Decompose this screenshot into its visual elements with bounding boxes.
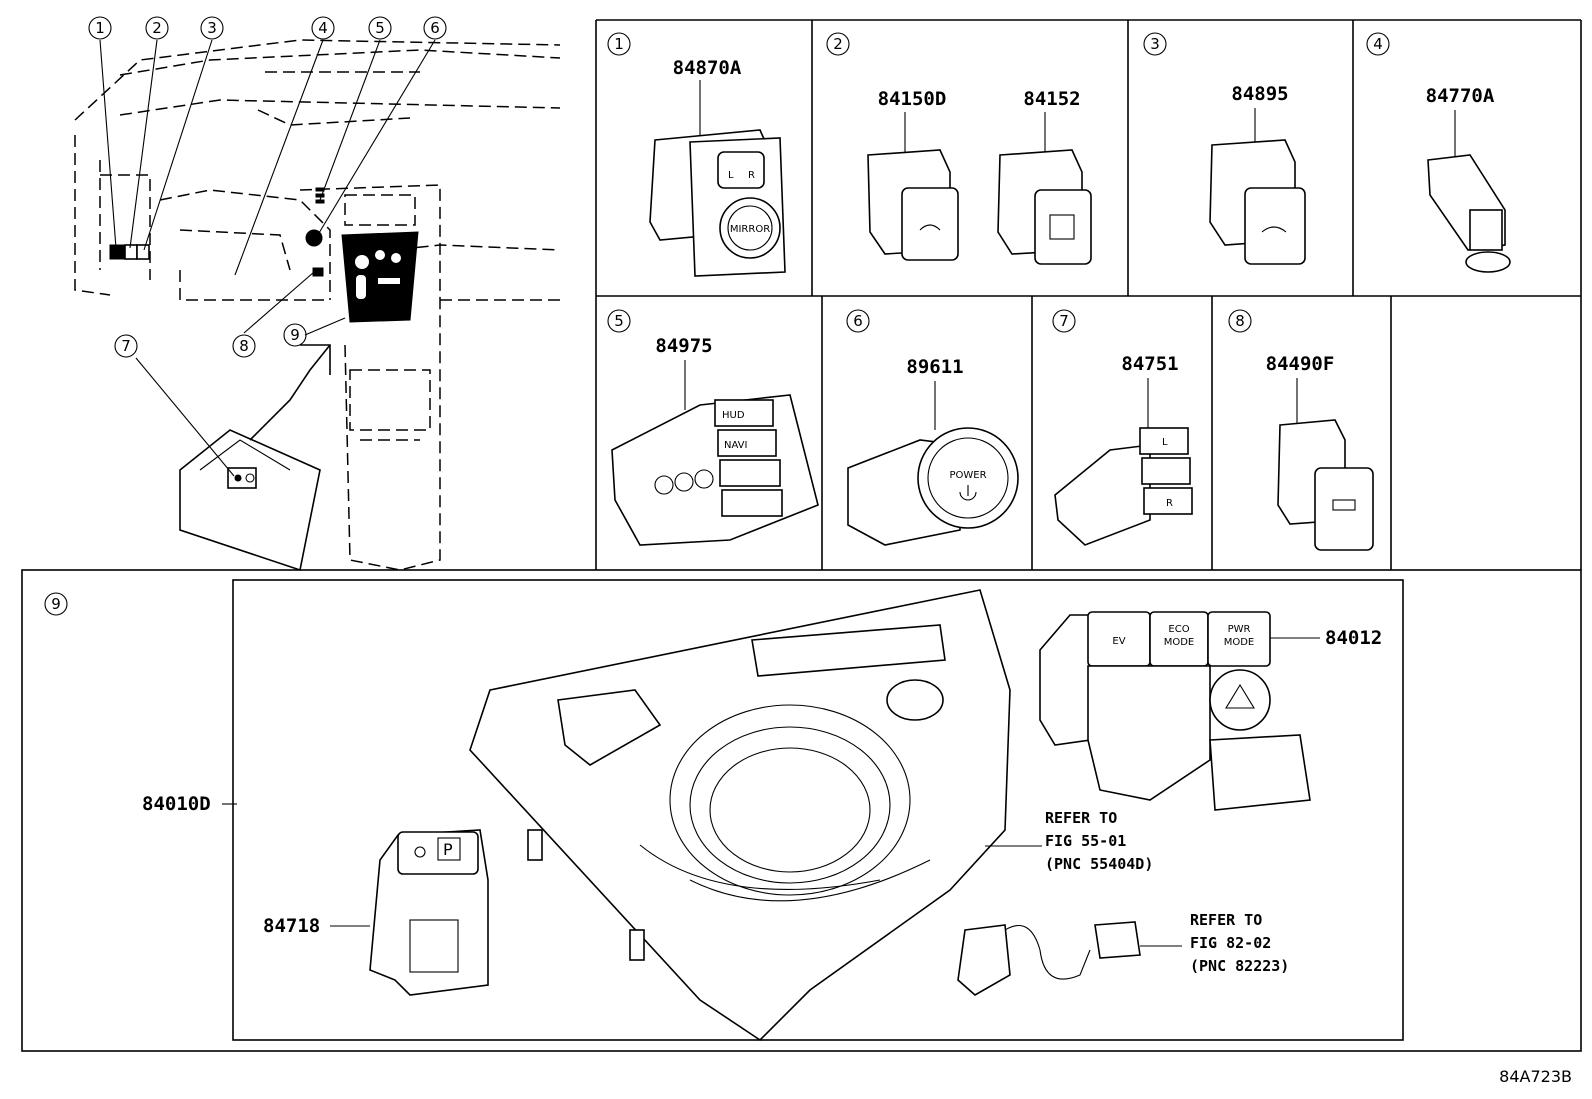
- panel-6-power-switch: 6 89611 POWER: [846, 309, 1019, 546]
- overview-callout-5: 5: [368, 16, 392, 40]
- svg-text:MODE: MODE: [1164, 637, 1195, 648]
- panel-7-seat-heater-switch: 7 84751 L R: [1052, 309, 1193, 546]
- svg-text:9: 9: [51, 595, 61, 613]
- svg-text:4: 4: [318, 19, 328, 37]
- panel-4-switch: 4 84770A: [1366, 32, 1511, 273]
- svg-text:5: 5: [614, 312, 624, 330]
- panel-frames: [21, 19, 1582, 1052]
- panel-1-mirror-switch: 1 84870A L R MIRROR: [607, 32, 786, 277]
- svg-text:(PNC 82223): (PNC 82223): [1190, 957, 1289, 975]
- part-number-84895: 84895: [1231, 83, 1288, 105]
- overview-callout-9: 9: [283, 323, 307, 347]
- diagram-code: 84A723B: [1499, 1067, 1572, 1086]
- svg-text:4: 4: [1373, 35, 1383, 53]
- svg-text:EV: EV: [1112, 636, 1125, 647]
- overview-callout-1: 1: [88, 16, 112, 40]
- part-number-89611: 89611: [906, 356, 963, 378]
- part-number-84770A: 84770A: [1426, 85, 1495, 107]
- overview-callout-2: 2: [145, 16, 169, 40]
- svg-text:7: 7: [121, 337, 131, 355]
- svg-text:1: 1: [614, 35, 624, 53]
- svg-text:8: 8: [239, 337, 249, 355]
- svg-text:3: 3: [207, 19, 217, 37]
- panel-3-switch: 3 84895: [1143, 32, 1306, 265]
- reference-note-2: REFER TO FIG 82-02 (PNC 82223): [1190, 911, 1289, 975]
- overview-callout-3: 3: [200, 16, 224, 40]
- svg-text:PWR: PWR: [1228, 624, 1251, 635]
- svg-text:HUD: HUD: [722, 410, 745, 421]
- svg-text:2: 2: [152, 19, 162, 37]
- svg-text:R: R: [748, 170, 755, 181]
- svg-text:6: 6: [430, 19, 440, 37]
- svg-text:6: 6: [853, 312, 863, 330]
- part-number-84150D: 84150D: [878, 88, 947, 110]
- panel-2-switches: 2 84150D 84152: [826, 32, 1092, 265]
- part-number-84975: 84975: [655, 335, 712, 357]
- svg-text:(PNC 55404D): (PNC 55404D): [1045, 855, 1153, 873]
- overview-callout-4: 4: [311, 16, 335, 40]
- svg-text:7: 7: [1059, 312, 1069, 330]
- svg-text:5: 5: [375, 19, 385, 37]
- svg-text:L: L: [728, 170, 734, 181]
- overview-callout-7: 7: [114, 334, 138, 358]
- svg-text:REFER TO: REFER TO: [1190, 911, 1262, 929]
- panel-9-console: 9 84010D 84012 EV ECO MODE PWR MODE 8471: [44, 589, 1382, 1042]
- svg-text:ECO: ECO: [1168, 624, 1189, 635]
- overview-leaders: [99, 39, 436, 477]
- svg-text:NAVI: NAVI: [724, 440, 747, 451]
- svg-text:L: L: [1162, 437, 1168, 448]
- overview-callout-8: 8: [232, 334, 256, 358]
- panel-8-switch: 8 84490F: [1228, 309, 1374, 551]
- svg-text:FIG 82-02: FIG 82-02: [1190, 934, 1271, 952]
- svg-text:MODE: MODE: [1224, 637, 1255, 648]
- svg-text:MIRROR: MIRROR: [730, 224, 770, 235]
- part-number-84010D: 84010D: [142, 793, 211, 815]
- part-number-84718: 84718: [263, 915, 320, 937]
- overview-callout-6: 6: [423, 16, 447, 40]
- svg-text:1: 1: [95, 19, 105, 37]
- reference-note-1: REFER TO FIG 55-01 (PNC 55404D): [1045, 809, 1153, 873]
- svg-text:REFER TO: REFER TO: [1045, 809, 1117, 827]
- svg-text:3: 3: [1150, 35, 1160, 53]
- svg-text:9: 9: [290, 326, 300, 344]
- part-number-84870A: 84870A: [673, 57, 742, 79]
- svg-text:FIG 55-01: FIG 55-01: [1045, 832, 1126, 850]
- svg-text:8: 8: [1235, 312, 1245, 330]
- svg-text:POWER: POWER: [949, 470, 986, 481]
- part-number-84152: 84152: [1023, 88, 1080, 110]
- part-number-84751: 84751: [1121, 353, 1178, 375]
- part-number-84490F: 84490F: [1266, 353, 1335, 375]
- svg-text:P: P: [443, 840, 453, 859]
- panel-5-hud-navi-switch: 5 84975 HUD NAVI: [607, 309, 819, 546]
- svg-text:2: 2: [833, 35, 843, 53]
- dashboard-overview: [74, 39, 561, 572]
- part-number-84012: 84012: [1325, 627, 1382, 649]
- svg-text:R: R: [1166, 498, 1173, 509]
